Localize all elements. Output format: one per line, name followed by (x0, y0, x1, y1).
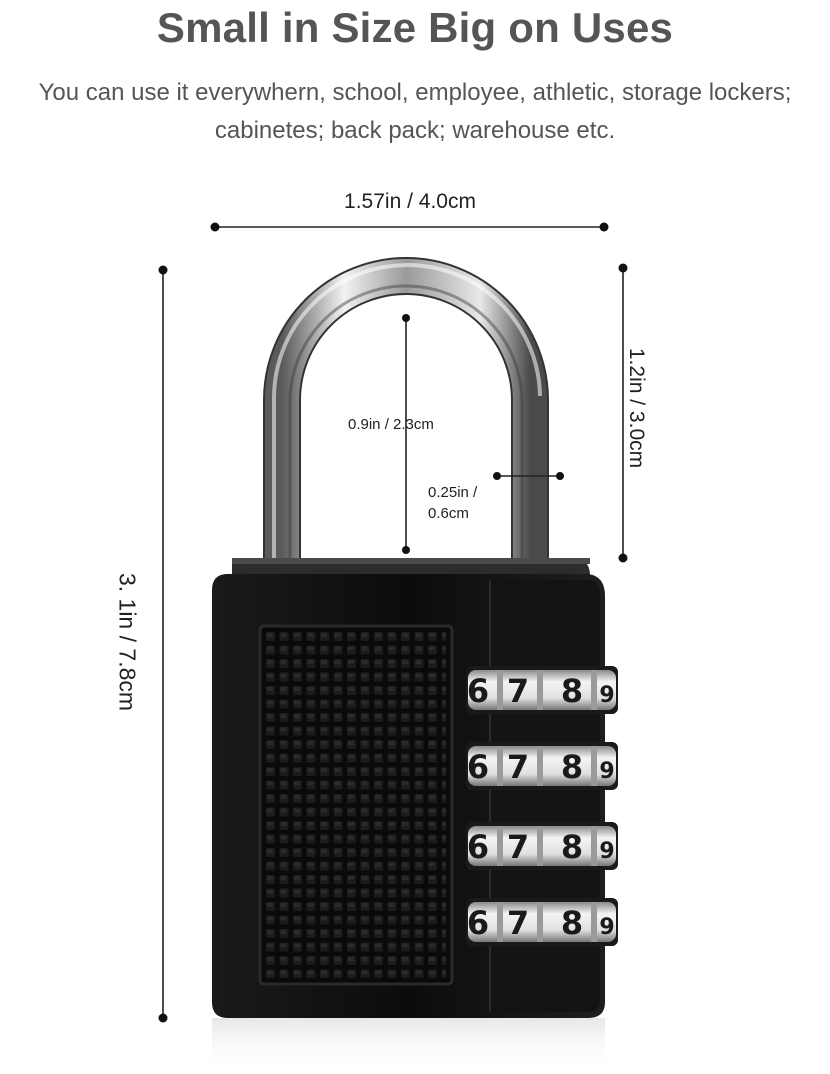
thickness-dimension-line (493, 472, 564, 480)
dial-3-digit-1: 6 (467, 828, 489, 866)
dial-4-digit-3: 8 (561, 904, 583, 942)
body-top-edge (232, 558, 590, 564)
dial-3-digit-2: 7 (507, 828, 529, 866)
lock-body-dial-side (490, 580, 600, 1012)
shackle (263, 257, 549, 560)
width-dimension-line (210, 222, 609, 232)
dial-2-digit-4: 9 (599, 759, 614, 784)
subtitle-line-1: You can use it everywhern, school, emplo… (38, 79, 792, 106)
dial-4-digit-2: 7 (507, 904, 529, 942)
shackle-thickness-label: 0.25in / 0.6cm (428, 482, 477, 524)
dial-1-digit-4: 9 (599, 683, 614, 708)
dial-2-digit-3: 8 (561, 748, 583, 786)
shackle-thickness-line-2: 0.6cm (428, 505, 469, 522)
dial-1-digit-1: 6 (467, 672, 489, 710)
inner-height-dimension-line (402, 314, 410, 554)
subtitle-line-2: cabinetes; back pack; warehouse etc. (214, 117, 616, 144)
dial-4-digit-4: 9 (599, 915, 614, 940)
dial-2-digit-2: 7 (507, 748, 529, 786)
dial-4-digit-1: 6 (467, 904, 489, 942)
shackle-inner-label: 0.9in / 2.3cm (348, 416, 434, 433)
dial-2-digit-1: 6 (467, 748, 489, 786)
dial-1-digit-2: 7 (507, 672, 529, 710)
reflection (212, 1018, 605, 1074)
dial-1-digit-3: 8 (561, 672, 583, 710)
page-title: Small in Size Big on Uses (156, 4, 674, 51)
grip-studs (266, 632, 446, 978)
dial-3-digit-4: 9 (599, 839, 614, 864)
shackle-height-label: 1.2in / 3.0cm (625, 347, 648, 469)
width-label: 1.57in / 4.0cm (344, 190, 476, 213)
page-subtitle: You can use it everywhern, school, emplo… (0, 74, 830, 150)
shackle-height-dimension-line (618, 263, 628, 563)
total-height-dimension-line (158, 265, 168, 1023)
shackle-thickness-line-1: 0.25in / (428, 484, 478, 501)
total-height-label: 3. 1in / 7.8cm (114, 572, 141, 712)
dial-3-digit-3: 8 (561, 828, 583, 866)
